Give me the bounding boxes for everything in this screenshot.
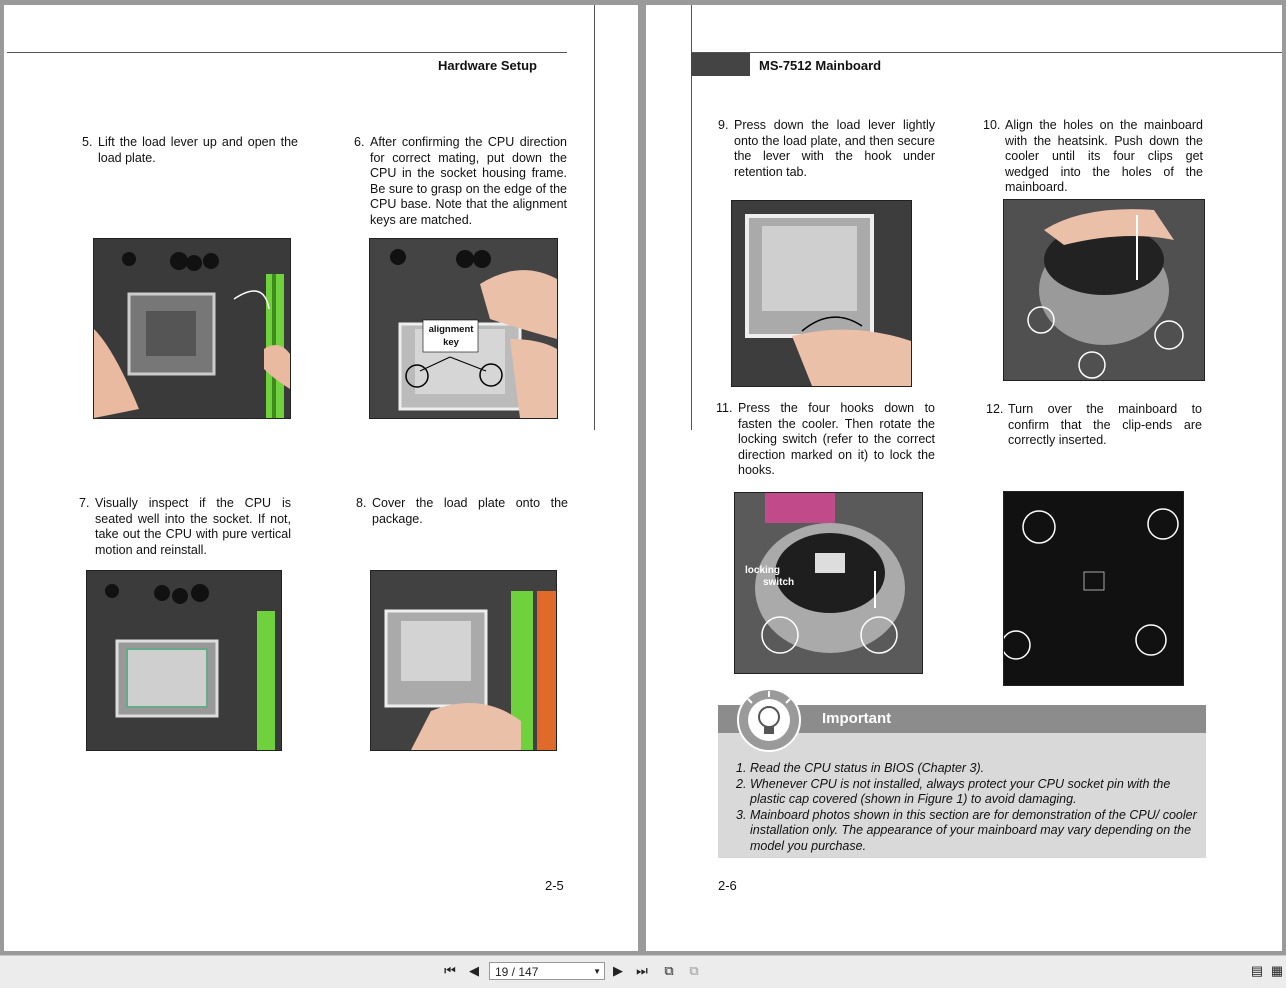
right-page: MS-7512 Mainboard 9. Press down the load… — [646, 5, 1282, 951]
margin-rule — [594, 5, 595, 430]
photo-inspect-cpu — [86, 570, 282, 751]
step-text: Align the holes on the mainboard with th… — [1005, 118, 1203, 194]
step-number: 6. — [354, 135, 365, 149]
step-5: 5. Lift the load lever up and open the l… — [82, 135, 298, 166]
item-number: 3. — [736, 807, 747, 822]
page-header: Hardware Setup — [438, 58, 537, 73]
photo-press-lever — [731, 200, 912, 387]
step-number: 11. — [716, 401, 733, 415]
switch-label: switch — [763, 577, 795, 588]
step-text: Turn over the mainboard to confirm that … — [1008, 402, 1202, 447]
step-11: 11. Press the four hooks down to fasten … — [716, 401, 935, 479]
photo-insert-cpu: alignment key — [369, 238, 558, 419]
page-number-input[interactable]: 19 / 147 ▼ — [489, 962, 605, 980]
viewer-toolbar: ⏮ ◀ 19 / 147 ▼ ▶ ⏭ ⧉ ⧉ ▤ ▦ — [0, 955, 1286, 988]
page-display: 19 / 147 — [495, 965, 539, 979]
step-number: 12. — [986, 402, 1004, 416]
important-title: Important — [822, 710, 892, 727]
header-rule — [7, 52, 567, 53]
item-text: Whenever CPU is not installed, always pr… — [750, 776, 1171, 807]
step-number: 9. — [718, 118, 729, 132]
step-6: 6. After confirming the CPU direction fo… — [354, 135, 567, 228]
item-number: 2. — [736, 776, 747, 791]
step-text: Lift the load lever up and open the load… — [98, 135, 298, 165]
photo-close-load-plate — [370, 570, 557, 751]
key-label: key — [443, 337, 459, 348]
step-text: Press down the load lever lightly onto t… — [734, 118, 935, 179]
chevron-down-icon[interactable]: ▼ — [593, 967, 601, 976]
two-page-view-icon[interactable]: ▦ — [1270, 963, 1284, 978]
page-header: MS-7512 Mainboard — [759, 58, 882, 73]
facing-view-icon[interactable]: ⧉ — [689, 963, 699, 978]
header-rule — [691, 52, 1282, 53]
next-page-icon[interactable]: ▶ — [613, 963, 623, 978]
step-12: 12. Turn over the mainboard to confirm t… — [986, 402, 1202, 449]
single-page-view-icon[interactable]: ▤ — [1250, 963, 1264, 978]
last-page-icon[interactable]: ⏭ — [636, 963, 648, 978]
photo-board-back — [1003, 491, 1184, 686]
margin-rule — [691, 5, 692, 430]
step-9: 9. Press down the load lever lightly ont… — [718, 118, 935, 180]
step-10: 10. Align the holes on the mainboard wit… — [983, 118, 1203, 196]
first-page-icon[interactable]: ⏮ — [444, 963, 456, 978]
page-number: 2-5 — [545, 878, 564, 893]
item-number: 1. — [736, 761, 747, 775]
step-text: After confirming the CPU direction for c… — [370, 135, 567, 227]
step-number: 7. — [79, 496, 90, 510]
alignment-label: alignment — [428, 324, 474, 335]
step-text: Visually inspect if the CPU is seated we… — [95, 496, 291, 557]
list-item: 1.Read the CPU status in BIOS (Chapter 3… — [736, 761, 1198, 777]
step-text: Press the four hooks down to fasten the … — [738, 401, 935, 477]
header-block — [691, 53, 750, 76]
photo-open-load-plate — [93, 238, 291, 419]
page-number: 2-6 — [718, 878, 737, 893]
step-number: 8. — [356, 496, 367, 510]
locking-label: locking — [745, 565, 781, 576]
important-list: 1.Read the CPU status in BIOS (Chapter 3… — [736, 761, 1198, 854]
left-page: Hardware Setup 5. Lift the load lever up… — [4, 5, 638, 951]
step-8: 8. Cover the load plate onto the package… — [356, 496, 568, 527]
step-text: Cover the load plate onto the package. — [372, 496, 568, 526]
list-item: 3.Mainboard photos shown in this section… — [736, 808, 1198, 855]
lightbulb-icon — [736, 687, 802, 753]
step-7: 7. Visually inspect if the CPU is seated… — [79, 496, 291, 558]
item-text: Mainboard photos shown in this section a… — [750, 807, 1197, 853]
photo-lock-hooks: locking switch — [734, 492, 923, 674]
step-number: 10. — [983, 118, 1001, 132]
important-box: Important 1.Read the CPU status in BIOS … — [718, 688, 1206, 858]
photo-align-heatsink — [1003, 199, 1205, 381]
item-text: Read the CPU status in BIOS (Chapter 3). — [750, 761, 985, 775]
prev-page-icon[interactable]: ◀ — [469, 963, 479, 978]
continuous-view-icon[interactable]: ⧉ — [664, 963, 674, 978]
list-item: 2.Whenever CPU is not installed, always … — [736, 777, 1198, 808]
step-number: 5. — [82, 135, 93, 149]
